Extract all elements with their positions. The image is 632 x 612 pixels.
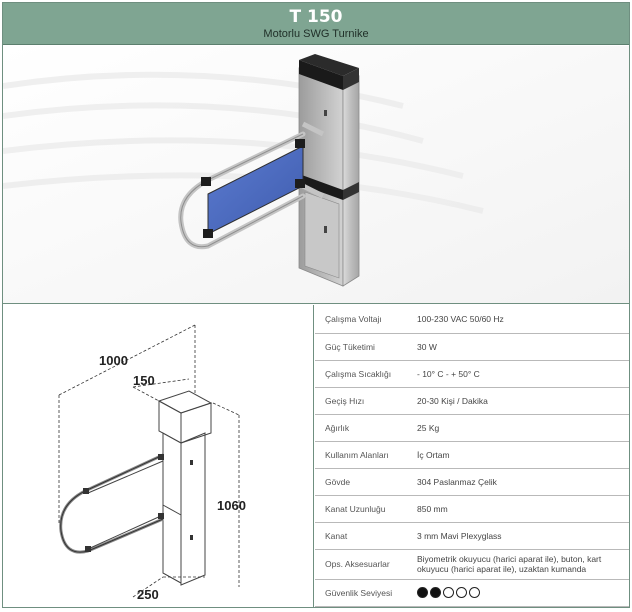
spec-row: Geçiş Hızı 20-30 Kişi / Dakika (315, 387, 629, 415)
spec-row: Ops. Aksesuarlar Biyometrik okuyucu (har… (315, 549, 629, 580)
rating-dot-filled (430, 587, 441, 599)
technical-drawing: 1000 150 1060 250 (58, 324, 246, 602)
spec-label: Güç Tüketimi (315, 333, 407, 361)
dimension-depth: 150 (133, 373, 155, 388)
dimension-width: 250 (137, 587, 159, 602)
product-photo (3, 46, 629, 304)
spec-row: Gövde 304 Paslanmaz Çelik (315, 468, 629, 496)
outline-lines (59, 390, 213, 586)
security-rating-dots (417, 587, 480, 599)
spec-label: Kanat (315, 522, 407, 550)
spec-row: Kullanım Alanları İç Ortam (315, 441, 629, 469)
swing-arm (178, 121, 325, 250)
spec-label: Kanat Uzunluğu (315, 495, 407, 523)
spec-row: Ağırlık 25 Kg (315, 414, 629, 442)
spec-row: Çalışma Voltajı 100-230 VAC 50/60 Hz (315, 305, 629, 334)
rating-dot-filled (417, 587, 428, 599)
spec-label: Güvenlik Seviyesi (315, 579, 407, 607)
turnstile-render (3, 46, 629, 303)
spec-value: 25 Kg (407, 414, 629, 442)
spec-value: 30 W (407, 333, 629, 361)
security-rating (407, 579, 629, 607)
spec-value: 3 mm Mavi Plexyglass (407, 522, 629, 550)
spec-value: 20-30 Kişi / Dakika (407, 387, 629, 415)
spec-value: - 10° C - + 50° C (407, 360, 629, 388)
header-bar: T 150 Motorlu SWG Turnike (3, 3, 629, 45)
spec-label: Çalışma Sıcaklığı (315, 360, 407, 388)
spec-value: İç Ortam (407, 441, 629, 469)
spec-value: 100-230 VAC 50/60 Hz (407, 305, 629, 334)
rating-dot-empty (469, 587, 480, 599)
product-subtitle: Motorlu SWG Turnike (263, 28, 369, 40)
spec-table: Çalışma Voltajı 100-230 VAC 50/60 Hz Güç… (315, 305, 629, 607)
rating-dot-empty (443, 587, 454, 599)
dimension-drawing: 1000 150 1060 250 (3, 305, 314, 607)
spec-row: Güç Tüketimi 30 W (315, 333, 629, 361)
rating-dot-empty (456, 587, 467, 599)
turnstile-cabinet (298, 54, 360, 287)
dimension-height: 1060 (217, 498, 246, 513)
spec-value: 850 mm (407, 495, 629, 523)
spec-label: Ops. Aksesuarlar (315, 549, 407, 580)
spec-label: Ağırlık (315, 414, 407, 442)
spec-label: Geçiş Hızı (315, 387, 407, 415)
dimension-lines (58, 324, 240, 598)
spec-value: Biyometrik okuyucu (harici aparat ile), … (407, 549, 629, 580)
dimension-length: 1000 (99, 353, 128, 368)
spec-label: Kullanım Alanları (315, 441, 407, 469)
spec-row: Güvenlik Seviyesi (315, 579, 629, 607)
spec-row: Kanat 3 mm Mavi Plexyglass (315, 522, 629, 550)
spec-row: Kanat Uzunluğu 850 mm (315, 495, 629, 523)
spec-table-panel: Çalışma Voltajı 100-230 VAC 50/60 Hz Güç… (315, 305, 629, 607)
product-title: T 150 (289, 7, 343, 27)
spec-label: Çalışma Voltajı (315, 305, 407, 334)
spec-label: Gövde (315, 468, 407, 496)
spec-row: Çalışma Sıcaklığı - 10° C - + 50° C (315, 360, 629, 388)
spec-value: 304 Paslanmaz Çelik (407, 468, 629, 496)
